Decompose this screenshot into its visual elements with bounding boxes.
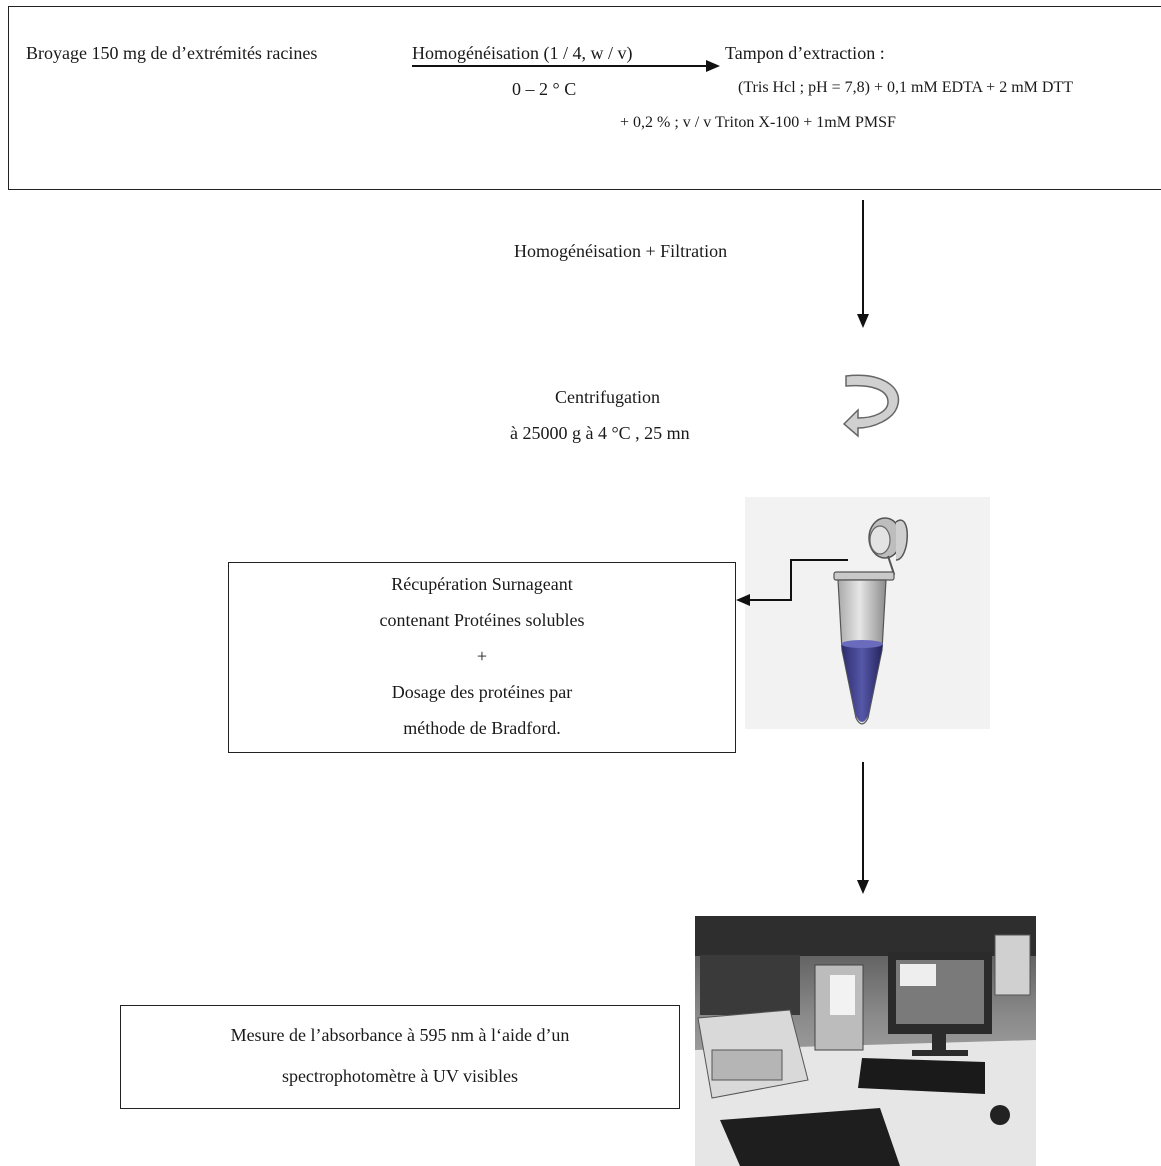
homogenisation-arrow xyxy=(412,60,720,72)
down-arrow-1 xyxy=(857,200,869,328)
centrifugation-title: Centrifugation xyxy=(555,387,660,407)
homogenisation-filtration-label: Homogénéisation + Filtration xyxy=(514,241,728,261)
absorbance-line-1: Mesure de l’absorbance à 595 nm à l‘aide… xyxy=(230,1025,570,1045)
temperature-label: 0 – 2 ° C xyxy=(512,79,577,99)
grinding-label: Broyage 150 mg de d’extrémités racines xyxy=(26,43,318,63)
homogenisation-arrow-label: Homogénéisation (1 / 4, w / v) xyxy=(412,43,633,63)
supernatant-box: Récupération Surnageant contenant Protéi… xyxy=(228,562,736,753)
absorbance-line-2: spectrophotomètre à UV visibles xyxy=(281,1066,519,1086)
supernatant-line-4: Dosage des protéines par xyxy=(391,682,573,702)
supernatant-line-5: méthode de Bradford. xyxy=(403,718,561,738)
lab-spectrophotometer-photo xyxy=(695,916,1036,1166)
rotate-arrow-icon xyxy=(842,374,900,438)
supernatant-arrow xyxy=(736,559,848,606)
buffer-composition-line2: + 0,2 % ; v / v Triton X-100 + 1mM PMSF xyxy=(620,114,896,131)
supernatant-line-3: + xyxy=(476,646,488,666)
down-arrow-2 xyxy=(857,762,869,894)
supernatant-line-1: Récupération Surnageant xyxy=(391,574,573,594)
buffer-title: Tampon d’extraction : xyxy=(725,43,885,63)
absorbance-box: Mesure de l’absorbance à 595 nm à l‘aide… xyxy=(120,1005,680,1109)
centrifugation-conditions: à 25000 g à 4 °C , 25 mn xyxy=(510,423,690,443)
microcentrifuge-tube-icon xyxy=(833,517,908,725)
buffer-composition-line1: (Tris Hcl ; pH = 7,8) + 0,1 mM EDTA + 2 … xyxy=(738,79,1073,96)
extraction-box xyxy=(8,6,1161,190)
supernatant-line-2: contenant Protéines solubles xyxy=(379,610,585,630)
